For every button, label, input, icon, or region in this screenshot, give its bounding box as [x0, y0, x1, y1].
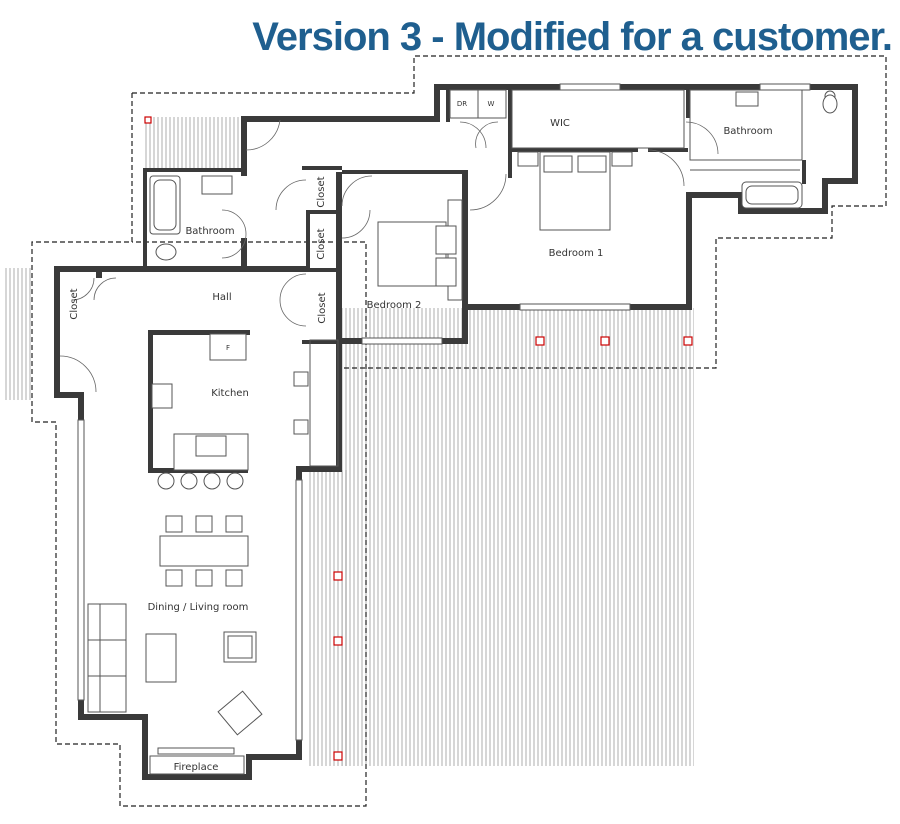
label-wic: WIC — [550, 118, 570, 129]
label-bathroom-master: Bathroom — [723, 126, 772, 137]
deck-posts — [333, 336, 693, 761]
windows — [77, 83, 811, 741]
deck-entry — [143, 117, 241, 169]
label-fireplace: Fireplace — [174, 762, 219, 773]
label-bedroom-1: Bedroom 1 — [549, 248, 604, 259]
label-dining-living: Dining / Living room — [148, 602, 249, 613]
label-bedroom-2: Bedroom 2 — [367, 300, 422, 311]
label-w: W — [488, 100, 495, 108]
label-closet-hall: Closet — [317, 292, 328, 323]
deck-left — [5, 268, 33, 400]
deck-side — [308, 470, 348, 766]
label-closet-top: Closet — [316, 176, 327, 207]
label-fridge: F — [226, 344, 230, 352]
label-dr: DR — [457, 100, 467, 108]
label-bathroom-small: Bathroom — [185, 226, 234, 237]
label-hall: Hall — [212, 292, 231, 303]
label-kitchen: Kitchen — [211, 388, 249, 399]
interior-lines — [309, 89, 803, 467]
label-closet-mid: Closet — [316, 228, 327, 259]
deck-main — [342, 308, 694, 766]
label-closet-left: Closet — [69, 288, 80, 319]
fixtures — [87, 90, 838, 775]
doors — [59, 119, 719, 393]
roof-outline-upper — [132, 55, 887, 369]
plan-title: Version 3 - Modified for a customer. — [252, 15, 892, 59]
